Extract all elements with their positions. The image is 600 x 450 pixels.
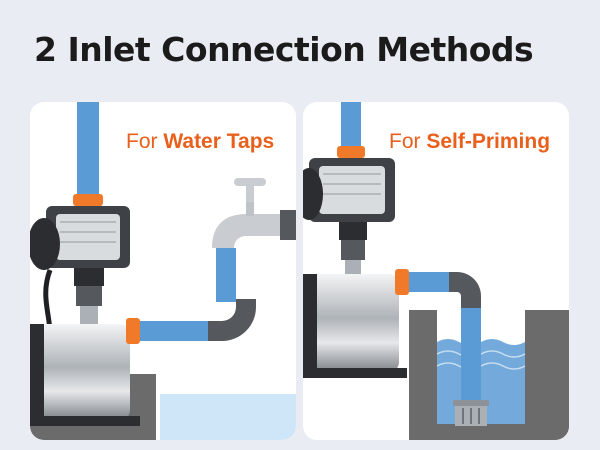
caption-water-taps: For Water Taps [126, 130, 274, 154]
suction-pipe [461, 308, 481, 404]
controller-cap [303, 168, 323, 220]
water-surface [160, 394, 296, 440]
caption-highlight: Water Taps [163, 130, 275, 153]
caption-highlight: Self-Priming [426, 130, 551, 153]
pipe-elbow [208, 299, 256, 341]
panel-water-taps: For Water Taps [30, 102, 296, 440]
controller-panel [56, 214, 120, 260]
outlet-ring [337, 146, 365, 158]
inlet-ring [126, 318, 140, 344]
inlet-ring [395, 269, 409, 295]
inlet-pipe [403, 272, 453, 292]
inlet-pipe [134, 321, 216, 341]
tank-wall-left [409, 310, 437, 440]
water-tap [212, 214, 282, 248]
caption-self-priming: For Self-Priming [389, 130, 550, 154]
caption-prefix: For [126, 130, 158, 153]
caption-prefix: For [389, 130, 421, 153]
page-title: 2 Inlet Connection Methods [34, 30, 534, 69]
outlet-pipe [77, 102, 99, 197]
controller-panel [319, 166, 385, 214]
self-priming-illustration [303, 102, 569, 440]
controller-cap [30, 218, 60, 270]
pump-body [30, 324, 130, 420]
outlet-ring [73, 194, 103, 206]
riser-pipe [216, 248, 236, 302]
pump-body [303, 274, 399, 372]
water-tap-illustration [30, 102, 296, 440]
panel-self-priming: For Self-Priming [303, 102, 569, 440]
pipe-elbow [449, 272, 481, 310]
outlet-pipe [341, 102, 361, 148]
tank-wall-right [525, 310, 569, 440]
